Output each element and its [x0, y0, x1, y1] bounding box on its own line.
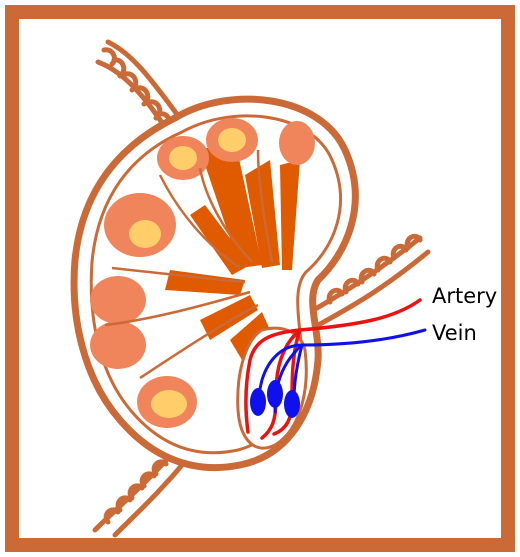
vein-label: Vein [432, 321, 477, 345]
germinal-center [169, 146, 197, 170]
germinal-center [151, 390, 187, 418]
vein-valve [250, 388, 266, 416]
follicle [90, 276, 146, 324]
artery-label: Artery [432, 284, 497, 308]
germinal-center [218, 128, 246, 152]
follicle [90, 321, 146, 369]
germinal-center [129, 220, 161, 248]
follicle [279, 121, 315, 165]
vein-valve [267, 380, 283, 408]
vein-valve [284, 390, 300, 418]
